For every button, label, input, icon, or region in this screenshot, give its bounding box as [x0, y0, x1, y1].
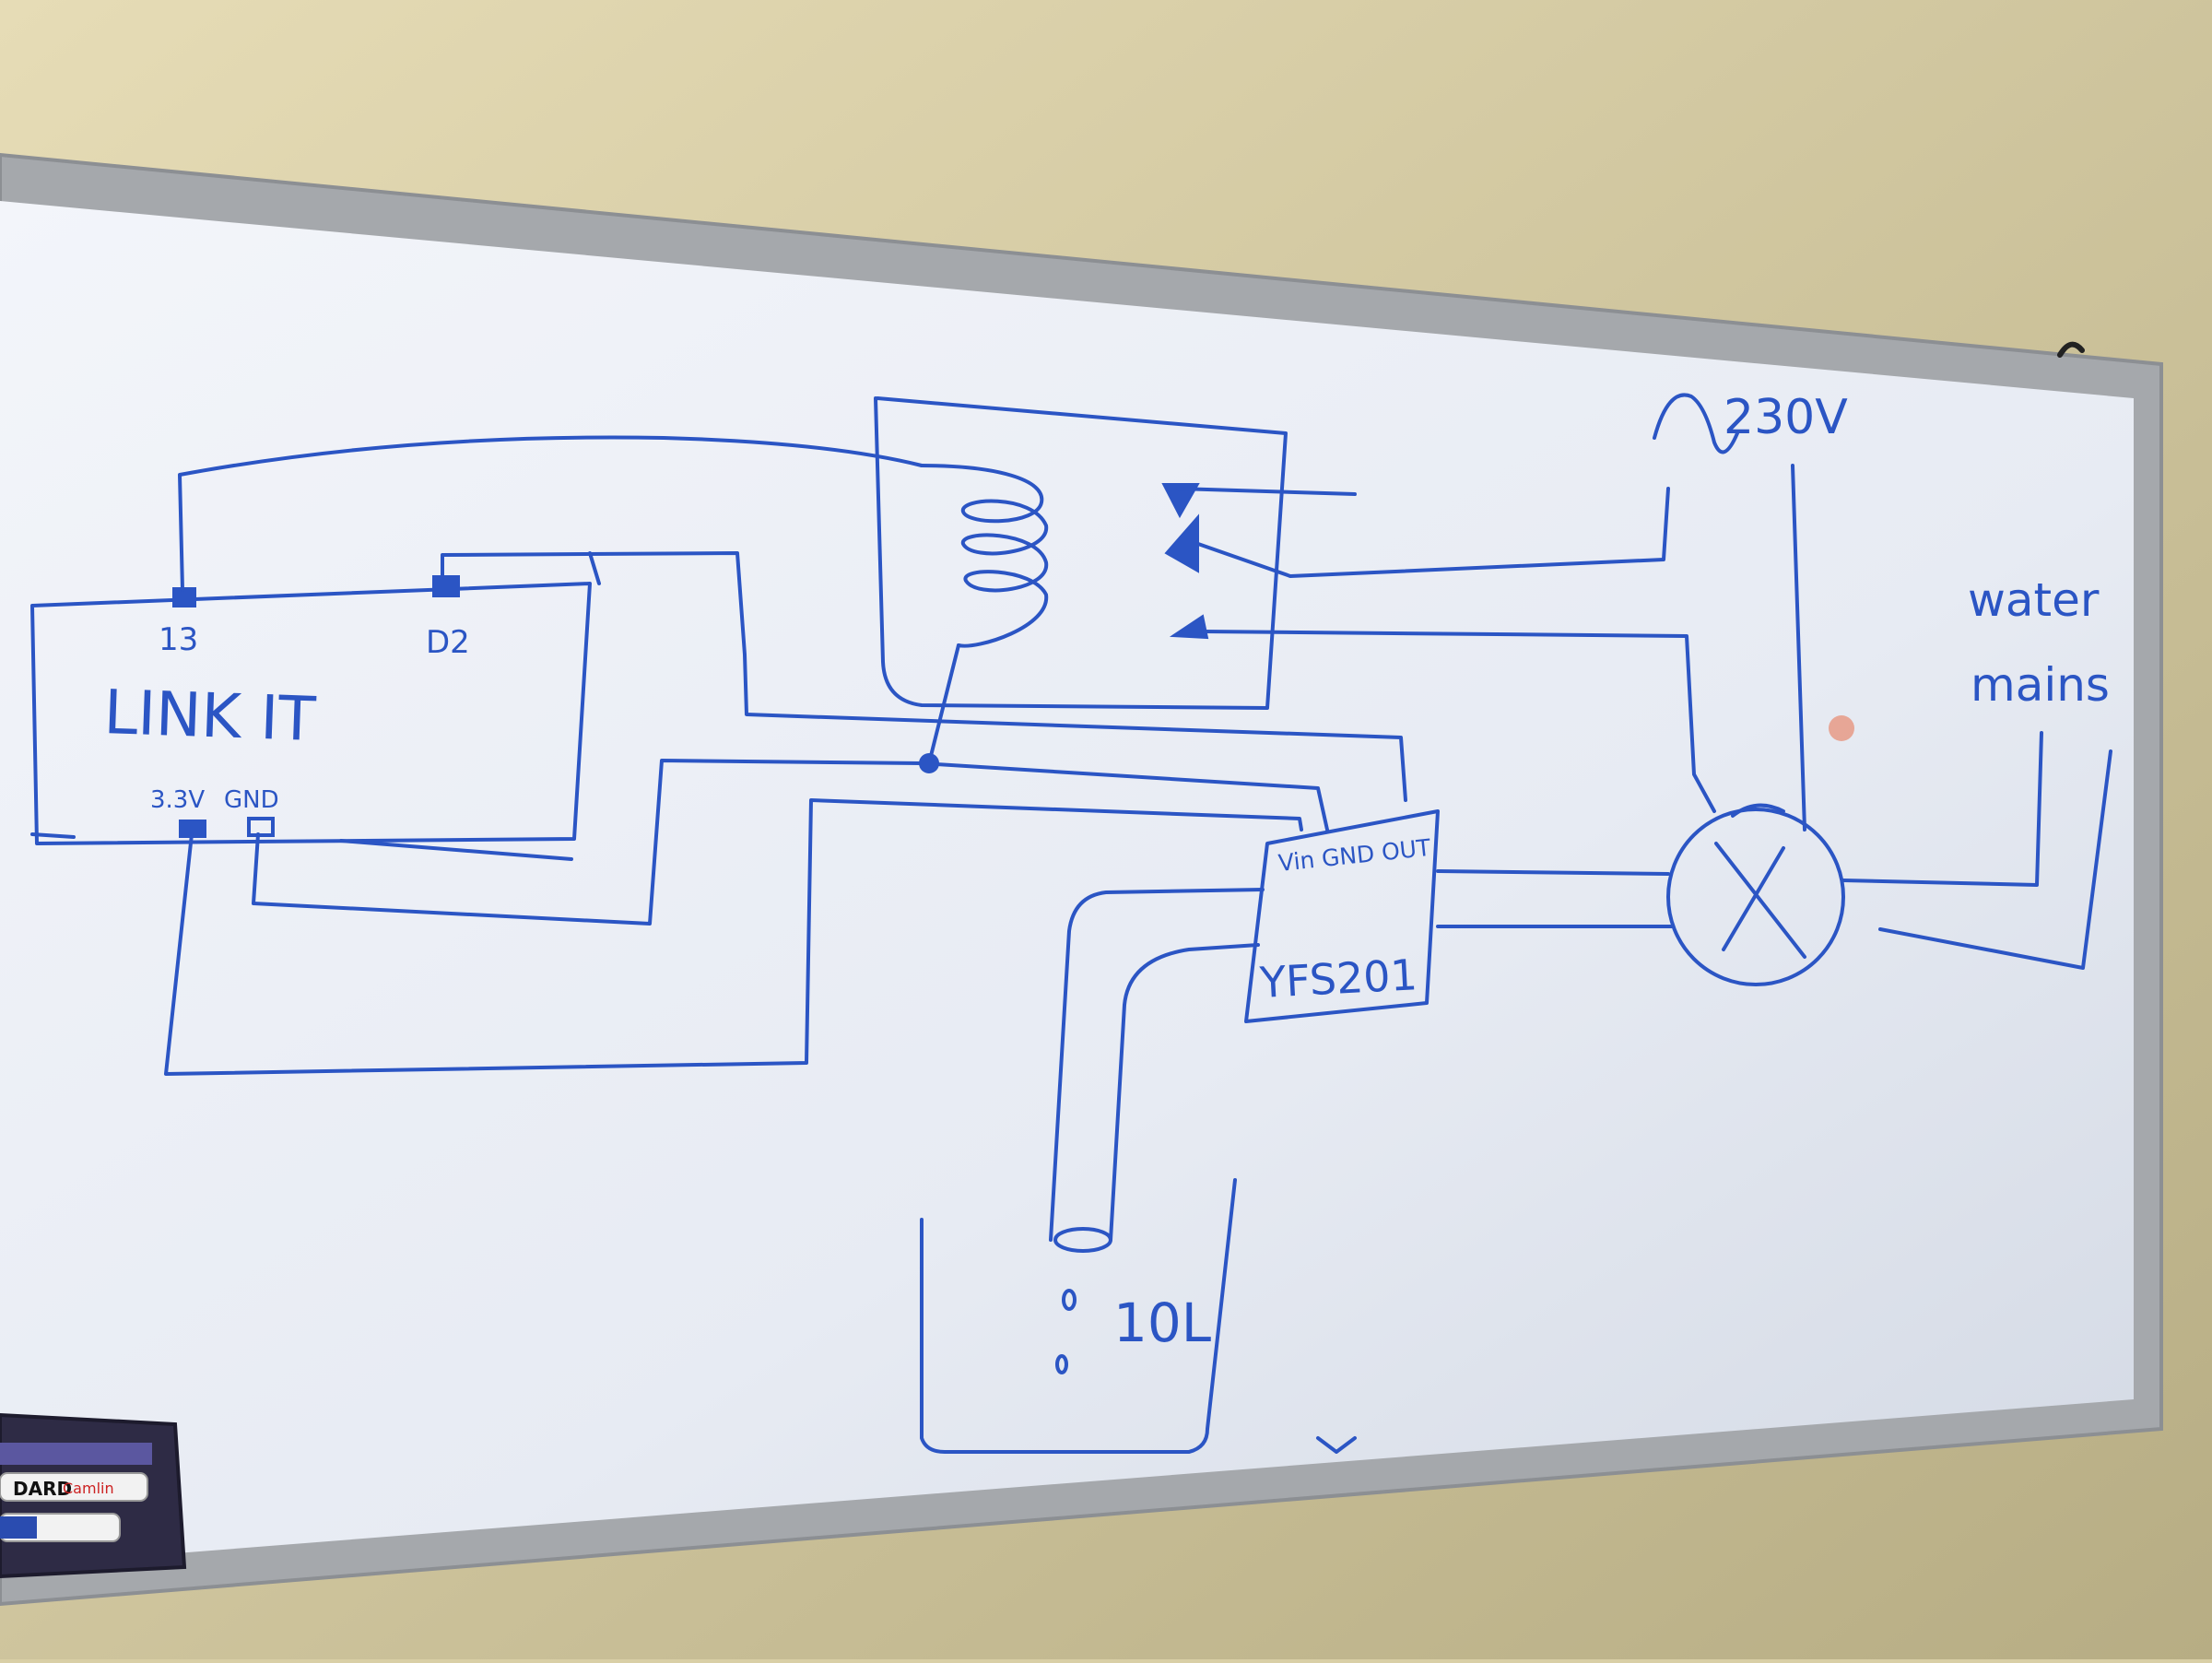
- ac-source-symbol: [1653, 393, 1739, 454]
- level-sensor-bottom: [1055, 1354, 1068, 1374]
- relay-contact-top: [1161, 483, 1200, 519]
- wire-230v-valve: [1791, 464, 1806, 832]
- outlet-pipe: [1049, 888, 1265, 1242]
- pin-13-label: 13: [159, 621, 198, 658]
- level-sensor-top: [1062, 1289, 1077, 1311]
- pin-d2-label: D2: [426, 624, 470, 661]
- wire-relay-valve: [1201, 630, 1716, 813]
- wire-3v3-vin: [164, 798, 1303, 1076]
- outlet-pipe-end: [1053, 1227, 1112, 1253]
- relay: [874, 396, 1357, 765]
- pin-gnd-label: GND: [224, 786, 279, 814]
- wire-d2-sensor-out: [441, 551, 1407, 802]
- marker-pen: [0, 1472, 148, 1502]
- water-tank: 10L: [920, 1178, 1237, 1454]
- whiteboard-surface: [0, 201, 2134, 1567]
- wire-gnd: [252, 759, 1329, 926]
- pin-d2-pad: [432, 575, 460, 597]
- wire-pin13-relay: [178, 435, 924, 592]
- relay-contact-bottom: [1169, 614, 1209, 640]
- linkit-board: LINK IT 13 D2 3.3V GND: [30, 575, 592, 845]
- ac-supply: 230V: [1653, 390, 1848, 454]
- marker-sub-brand: Camlin: [63, 1480, 114, 1497]
- linkit-board-label: LINK IT: [102, 677, 317, 755]
- tank-capacity-label: 10L: [1113, 1291, 1211, 1354]
- pin-gnd-pad: [247, 817, 275, 837]
- mains-label-line1: water: [1968, 573, 2100, 627]
- wire-relay-230v: [1196, 487, 1670, 578]
- relay-coil: [920, 464, 1049, 648]
- hanging-hook: [2057, 341, 2085, 358]
- marker-brand: DARD: [13, 1478, 72, 1500]
- flow-sensor-name: YFS201: [1258, 949, 1418, 1008]
- ac-supply-label: 230V: [1724, 390, 1848, 445]
- pin-13-pad: [172, 587, 196, 607]
- glare: [1829, 715, 1854, 741]
- solenoid-valve: [1666, 803, 1845, 986]
- valve-body: [1666, 808, 1845, 986]
- mains-label-line2: mains: [1971, 658, 2110, 712]
- wire-junction: [919, 753, 939, 773]
- valve-cross: [1714, 842, 1806, 959]
- pipe-sensor-valve: [1436, 869, 1675, 928]
- pipe-valve-mains: [1841, 731, 2112, 970]
- pin-3v3-label: 3.3V: [150, 786, 205, 814]
- marker-tray: DARD Camlin: [0, 1412, 187, 1579]
